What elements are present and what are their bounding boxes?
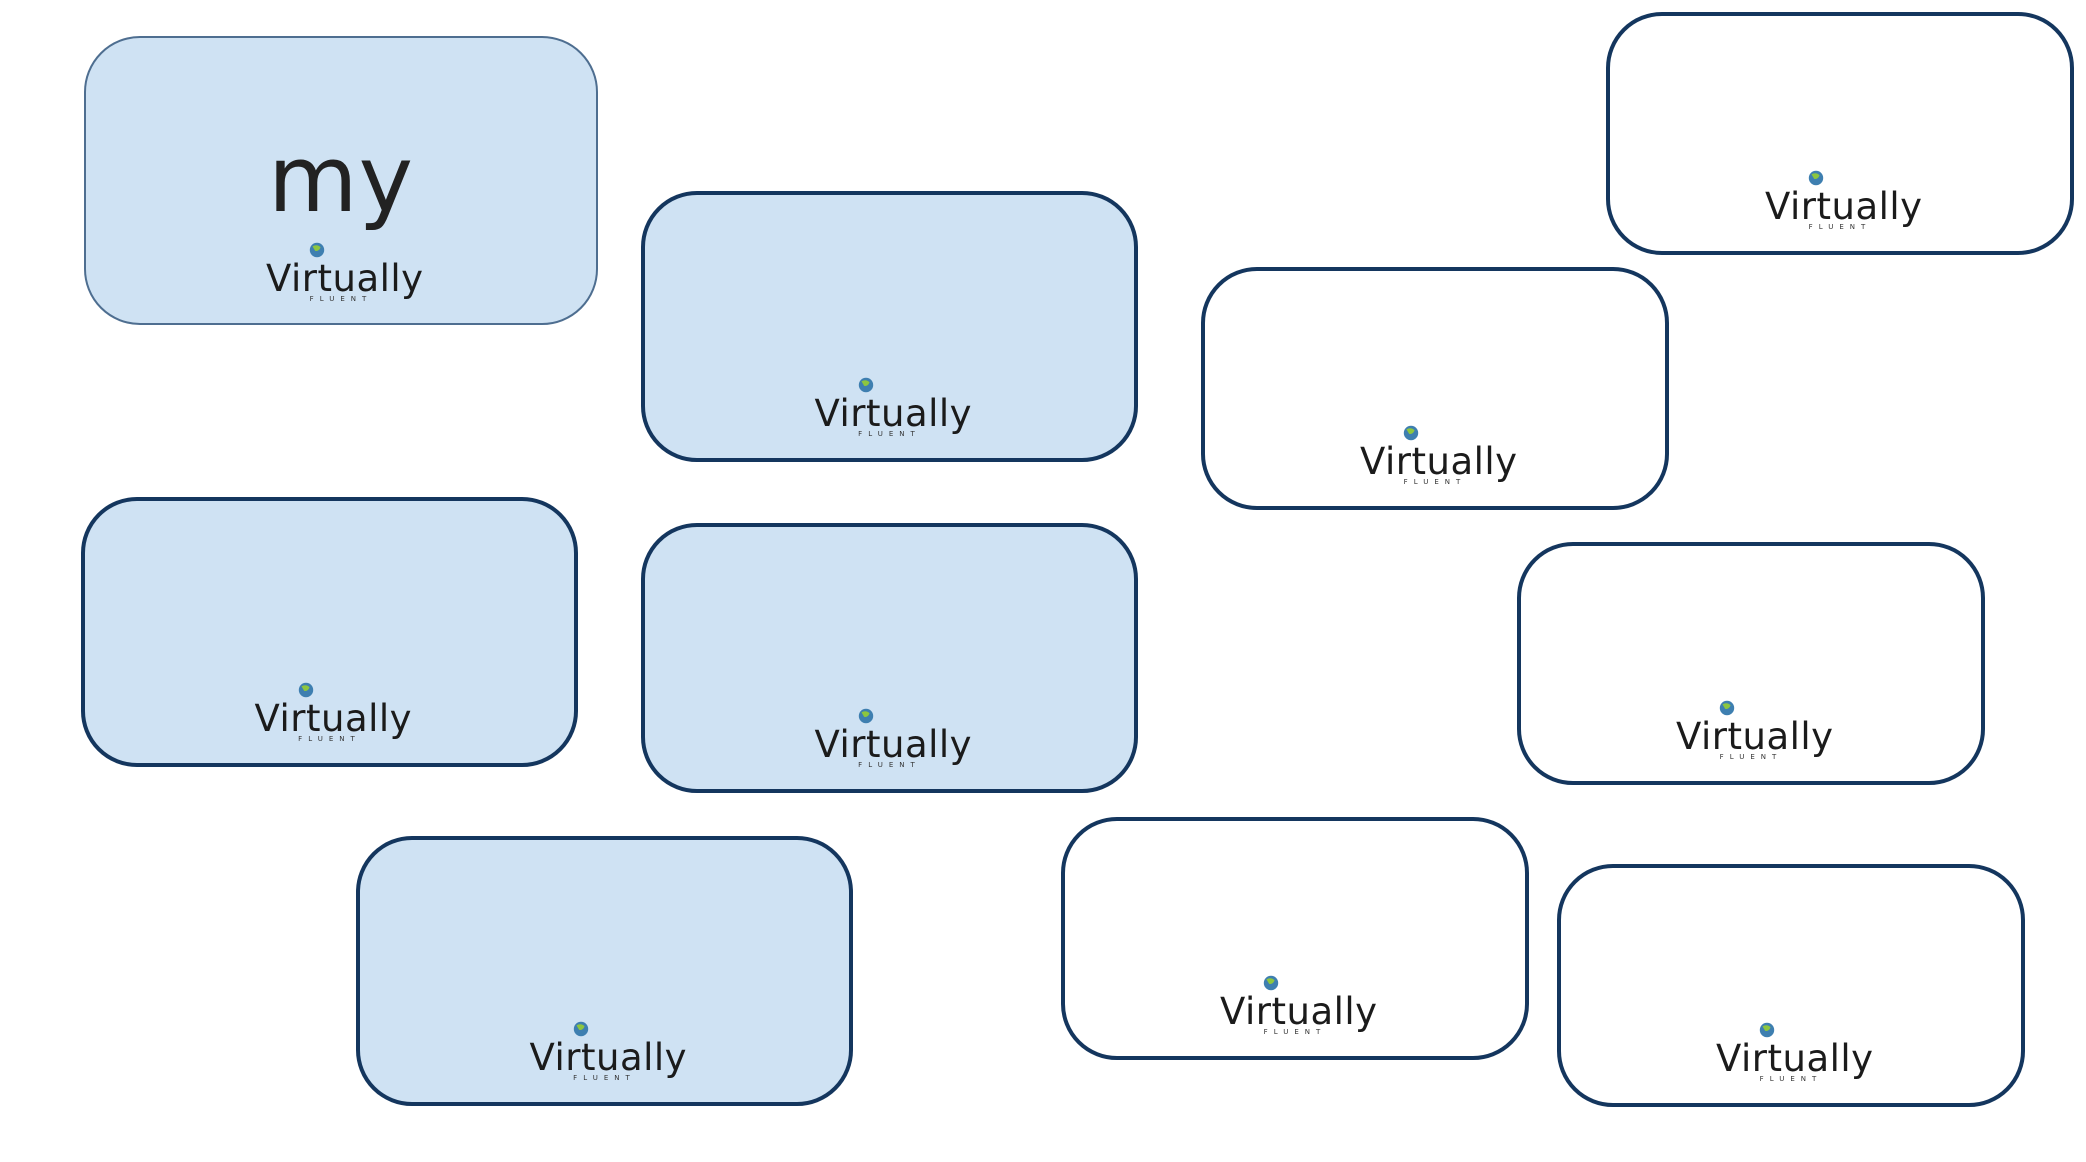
logo-tagline: FLUENT xyxy=(309,295,373,303)
virtually-fluent-logo: Virtually FLUENT xyxy=(254,681,413,747)
memory-card-10[interactable]: Virtually FLUENT xyxy=(1557,864,2025,1107)
memory-card-7[interactable]: Virtually FLUENT xyxy=(1517,542,1985,785)
logo-tagline: FLUENT xyxy=(858,430,921,438)
globe-icon xyxy=(858,708,873,724)
logo-brand: Virtually xyxy=(1360,440,1518,483)
logo-tagline: FLUENT xyxy=(298,735,361,743)
card-word: my xyxy=(267,126,415,233)
logo-tagline: FLUENT xyxy=(1719,753,1783,761)
memory-card-6[interactable]: Virtually FLUENT xyxy=(641,523,1138,793)
logo-brand: Virtually xyxy=(254,697,413,740)
logo-tagline: FLUENT xyxy=(1808,223,1872,231)
memory-card-9[interactable]: Virtually FLUENT xyxy=(1061,817,1529,1060)
memory-card-4[interactable]: Virtually FLUENT xyxy=(1606,12,2074,255)
logo-tagline: FLUENT xyxy=(1263,1028,1327,1036)
logo-brand: Virtually xyxy=(529,1036,688,1079)
globe-icon xyxy=(1263,975,1279,991)
globe-icon xyxy=(298,682,313,698)
globe-icon xyxy=(309,242,325,258)
globe-icon xyxy=(1808,170,1824,186)
virtually-fluent-logo: Virtually FLUENT xyxy=(529,1020,688,1086)
memory-card-3[interactable]: Virtually FLUENT xyxy=(1201,267,1669,510)
logo-tagline: FLUENT xyxy=(858,761,921,769)
virtually-fluent-logo: Virtually FLUENT xyxy=(814,376,973,442)
virtually-fluent-logo: Virtually FLUENT xyxy=(1765,169,1923,235)
logo-brand: Virtually xyxy=(1765,185,1923,228)
virtually-fluent-logo: Virtually FLUENT xyxy=(1716,1021,1874,1087)
logo-tagline: FLUENT xyxy=(573,1074,636,1082)
globe-icon xyxy=(573,1021,588,1037)
memory-card-8[interactable]: Virtually FLUENT xyxy=(356,836,853,1106)
virtually-fluent-logo: Virtually FLUENT xyxy=(1360,424,1518,490)
globe-icon xyxy=(1719,700,1735,716)
virtually-fluent-logo: Virtually FLUENT xyxy=(1676,699,1834,765)
logo-tagline: FLUENT xyxy=(1403,478,1467,486)
memory-card-1[interactable]: my Virtually FLUENT xyxy=(84,36,598,325)
virtually-fluent-logo: Virtually FLUENT xyxy=(1220,974,1378,1040)
logo-brand: Virtually xyxy=(1220,990,1378,1033)
logo-brand: Virtually xyxy=(266,257,424,300)
logo-brand: Virtually xyxy=(814,392,973,435)
logo-brand: Virtually xyxy=(814,723,973,766)
logo-brand: Virtually xyxy=(1676,715,1834,758)
globe-icon xyxy=(1403,425,1419,441)
virtually-fluent-logo: Virtually FLUENT xyxy=(266,241,424,307)
memory-card-2[interactable]: Virtually FLUENT xyxy=(641,191,1138,462)
globe-icon xyxy=(858,377,873,393)
globe-icon xyxy=(1759,1022,1775,1038)
logo-brand: Virtually xyxy=(1716,1037,1874,1080)
virtually-fluent-logo: Virtually FLUENT xyxy=(814,707,973,773)
logo-tagline: FLUENT xyxy=(1759,1075,1823,1083)
memory-card-5[interactable]: Virtually FLUENT xyxy=(81,497,578,767)
